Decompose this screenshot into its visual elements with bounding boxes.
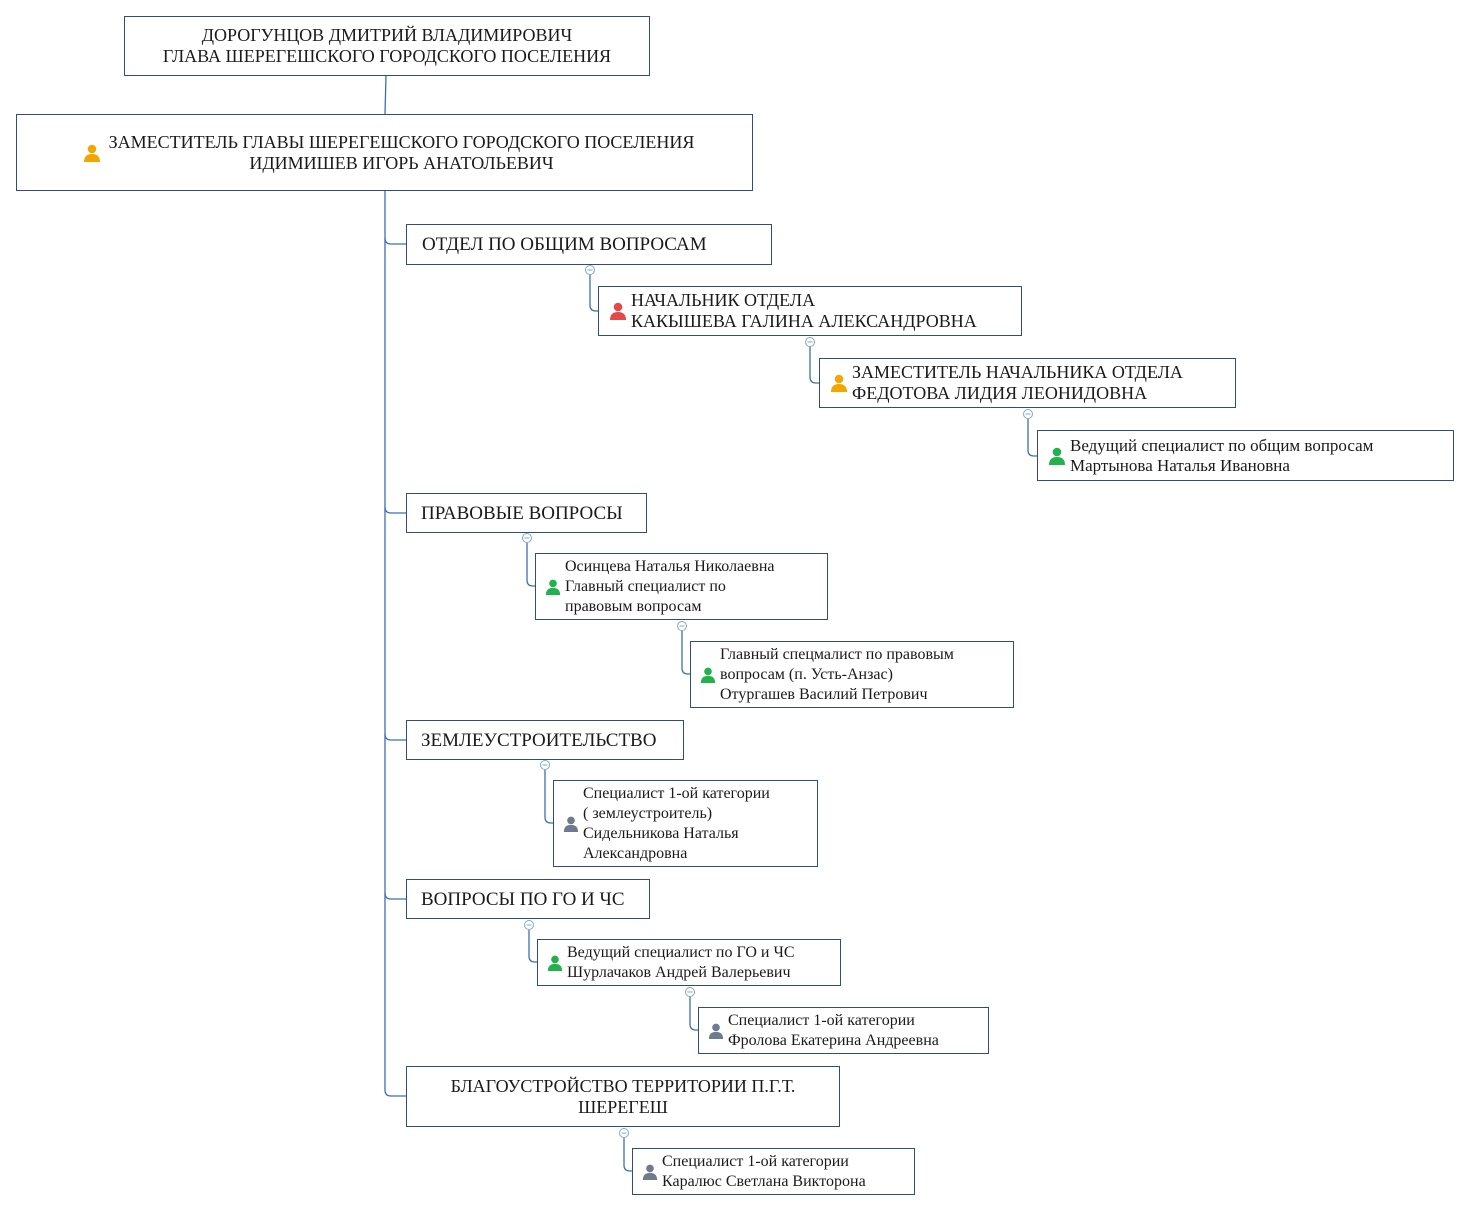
node-deputy[interactable]: ЗАМЕСТИТЕЛЬ ГЛАВЫ ШЕРЕГЕШСКОГО ГОРОДСКОГ… bbox=[16, 114, 753, 191]
connector-zemle bbox=[384, 733, 406, 741]
person-green-icon bbox=[700, 667, 716, 683]
node-oturgashev[interactable]: Главный спецмалист по правовым вопросам … bbox=[690, 641, 1014, 708]
node-dept-go-label: ВОПРОСЫ ПО ГО И ЧС bbox=[421, 888, 625, 910]
node-dept-pravovye[interactable]: ПРАВОВЫЕ ВОПРОСЫ bbox=[406, 493, 647, 533]
node-nachalnik[interactable]: НАЧАЛЬНИК ОТДЕЛА КАКЫШЕВА ГАЛИНА АЛЕКСАН… bbox=[598, 286, 1022, 336]
node-dept-pravovye-label: ПРАВОВЫЕ ВОПРОСЫ bbox=[421, 502, 623, 524]
node-dept-zemle-label: ЗЕМЛЕУСТРОИТЕЛЬСТВО bbox=[421, 729, 657, 751]
connector-obshchie-nachalnik bbox=[589, 275, 598, 312]
connector-go bbox=[384, 892, 406, 900]
node-frolova[interactable]: Специалист 1-ой категории Фролова Екатер… bbox=[698, 1007, 989, 1054]
node-sidelnikova[interactable]: Специалист 1-ой категории ( землеустроит… bbox=[553, 780, 818, 867]
person-orange-icon bbox=[83, 144, 101, 162]
node-head-label: ДОРОГУНЦОВ ДМИТРИЙ ВЛАДИМИРОВИЧ ГЛАВА ШЕ… bbox=[162, 25, 612, 66]
node-dept-zemle[interactable]: ЗЕМЛЕУСТРОИТЕЛЬСТВО bbox=[406, 720, 684, 760]
node-zam-label: ЗАМЕСТИТЕЛЬ НАЧАЛЬНИКА ОТДЕЛА ФЕДОТОВА Л… bbox=[852, 362, 1183, 403]
node-dept-blago-label: БЛАГОУСТРОЙСТВО ТЕРРИТОРИИ П.Г.Т. ШЕРЕГЕ… bbox=[450, 1075, 796, 1117]
person-orange-icon bbox=[830, 374, 848, 392]
node-dept-obshchie-label: ОТДЕЛ ПО ОБЩИМ ВОПРОСАМ bbox=[422, 234, 707, 255]
connector-go-shurlachakov bbox=[528, 930, 537, 963]
connector-blago-karalyus bbox=[623, 1138, 632, 1172]
node-ved-obshchie[interactable]: Ведущий специалист по общим вопросам Мар… bbox=[1037, 430, 1454, 481]
node-dept-obshchie[interactable]: ОТДЕЛ ПО ОБЩИМ ВОПРОСАМ bbox=[406, 224, 772, 265]
connector-trunk bbox=[384, 191, 406, 1097]
connector-zam-ved bbox=[1027, 419, 1037, 457]
person-gray-icon bbox=[708, 1023, 724, 1039]
connector-head-deputy bbox=[384, 75, 387, 115]
node-sidelnikova-label: Специалист 1-ой категории ( землеустроит… bbox=[583, 784, 770, 862]
node-shurlachakov-label: Ведущий специалист по ГО и ЧС Шурлачаков… bbox=[567, 943, 795, 981]
node-dept-blago[interactable]: БЛАГОУСТРОЙСТВО ТЕРРИТОРИИ П.Г.Т. ШЕРЕГЕ… bbox=[406, 1066, 840, 1127]
person-gray-icon bbox=[563, 816, 579, 832]
person-gray-icon bbox=[642, 1164, 658, 1180]
node-osintseva[interactable]: Осинцева Наталья Николаевна Главный спец… bbox=[535, 553, 828, 620]
connector-nachalnik-zam bbox=[809, 347, 819, 384]
node-frolova-label: Специалист 1-ой категории Фролова Екатер… bbox=[728, 1011, 939, 1049]
person-green-icon bbox=[547, 955, 563, 971]
node-karalyus-label: Специалист 1-ой категории Каралюс Светла… bbox=[662, 1152, 866, 1190]
connector-pravovye bbox=[384, 506, 406, 514]
connector-obshchie bbox=[384, 237, 406, 245]
node-shurlachakov[interactable]: Ведущий специалист по ГО и ЧС Шурлачаков… bbox=[537, 939, 841, 986]
node-osintseva-label: Осинцева Наталья Николаевна Главный спец… bbox=[565, 557, 775, 615]
node-head[interactable]: ДОРОГУНЦОВ ДМИТРИЙ ВЛАДИМИРОВИЧ ГЛАВА ШЕ… bbox=[124, 16, 650, 76]
node-nachalnik-label: НАЧАЛЬНИК ОТДЕЛА КАКЫШЕВА ГАЛИНА АЛЕКСАН… bbox=[631, 290, 977, 331]
node-dept-go[interactable]: ВОПРОСЫ ПО ГО И ЧС bbox=[406, 879, 650, 919]
person-green-icon bbox=[1048, 447, 1066, 465]
connector-osintseva-oturgashev bbox=[681, 631, 690, 675]
node-ved-obshchie-label: Ведущий специалист по общим вопросам Мар… bbox=[1070, 435, 1374, 475]
node-oturgashev-label: Главный спецмалист по правовым вопросам … bbox=[720, 645, 954, 703]
person-green-icon bbox=[545, 579, 561, 595]
node-zam-nachalnika[interactable]: ЗАМЕСТИТЕЛЬ НАЧАЛЬНИКА ОТДЕЛА ФЕДОТОВА Л… bbox=[819, 358, 1236, 408]
connector-zemle-sidelnikova bbox=[544, 770, 553, 824]
node-deputy-label: ЗАМЕСТИТЕЛЬ ГЛАВЫ ШЕРЕГЕШСКОГО ГОРОДСКОГ… bbox=[108, 131, 695, 173]
connector-shurlachakov-frolova bbox=[689, 997, 698, 1031]
connector-pravovye-osintseva bbox=[526, 543, 535, 587]
person-red-icon bbox=[609, 302, 627, 320]
node-karalyus[interactable]: Специалист 1-ой категории Каралюс Светла… bbox=[632, 1148, 915, 1195]
